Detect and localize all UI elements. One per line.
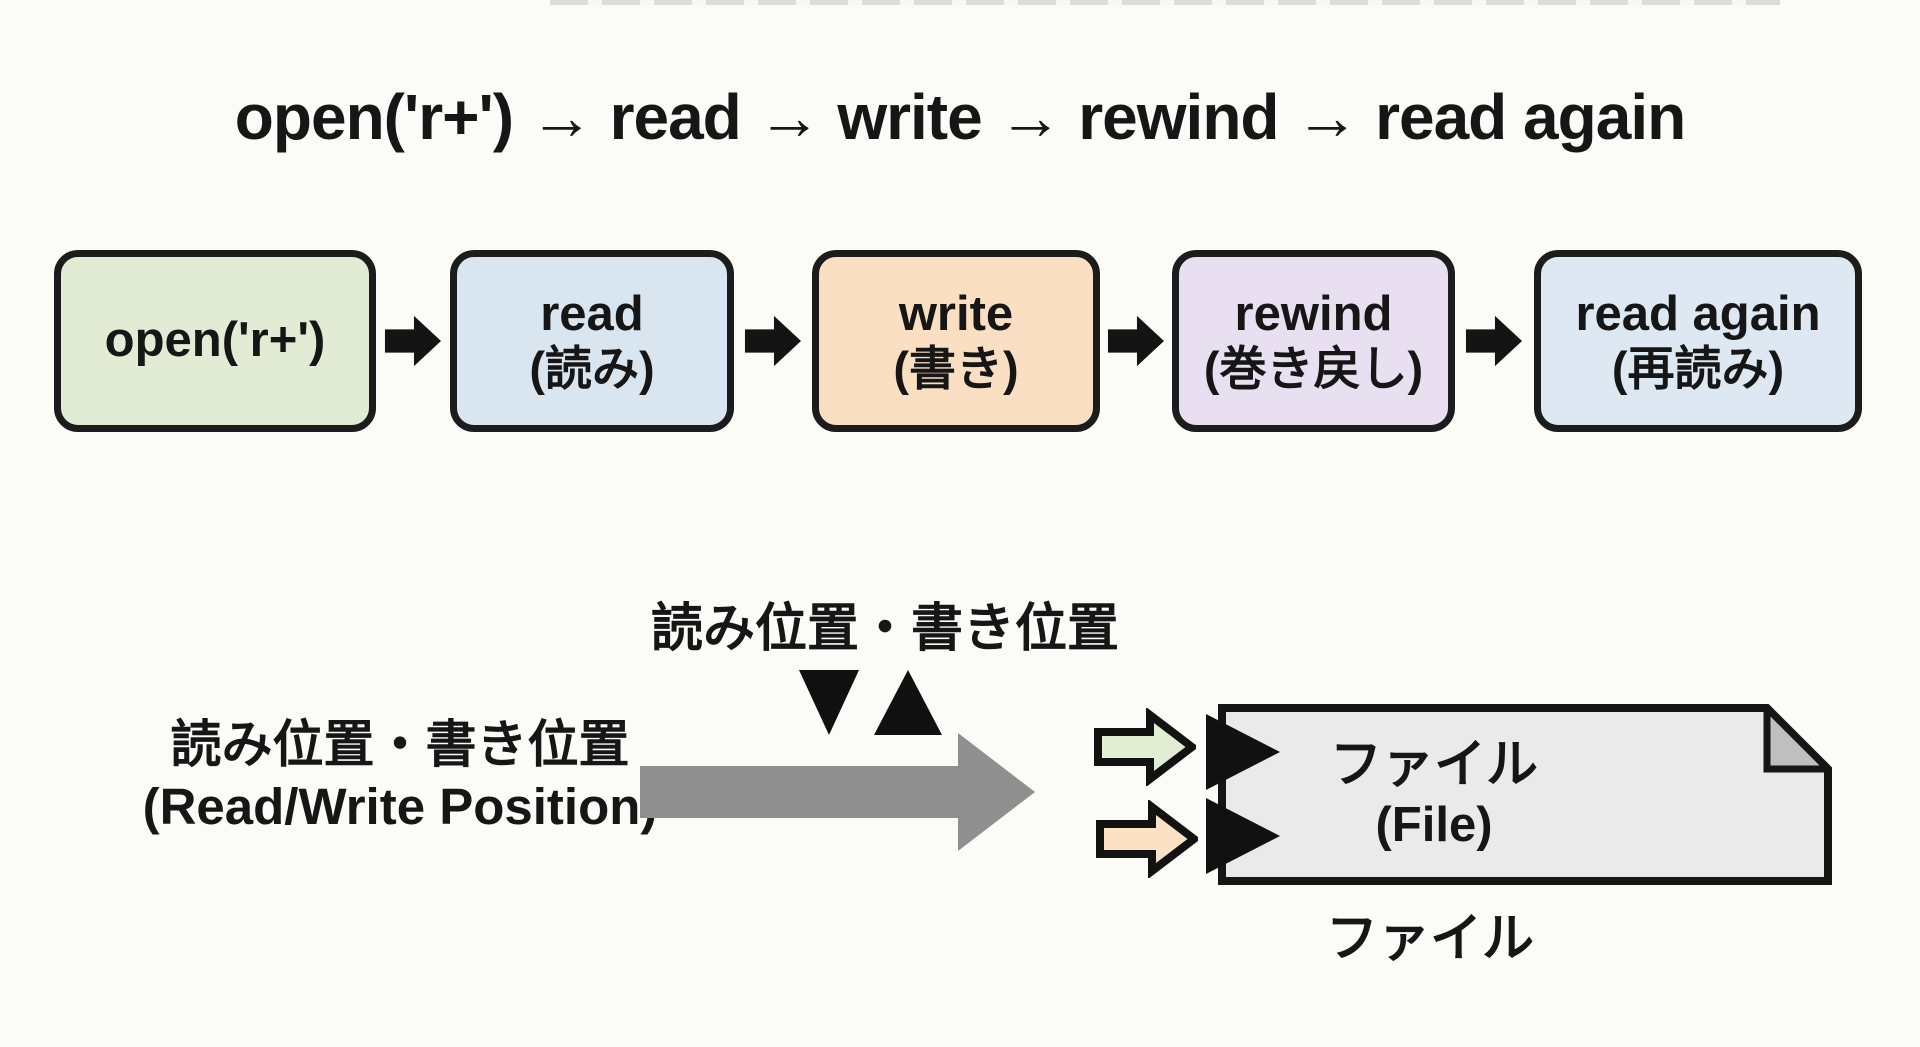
flow-step-read: read (読み)	[450, 250, 734, 432]
triangle-down-icon	[799, 670, 859, 735]
flow-step-write: write (書き)	[812, 250, 1100, 432]
arrow-right-icon	[1107, 312, 1165, 370]
arrow-right-icon	[1465, 312, 1523, 370]
flow-step-label: rewind	[1234, 286, 1393, 341]
triangle-up-icon	[874, 670, 942, 735]
file-label: ファイル (File)	[1218, 714, 1650, 876]
black-triangle-icon	[1206, 798, 1280, 874]
flow-step-sublabel: (巻き戻し)	[1203, 342, 1424, 396]
green-arrow-icon	[1094, 706, 1199, 788]
file-label-jp: ファイル	[1329, 736, 1538, 795]
orange-arrow-icon	[1096, 798, 1201, 880]
flow-step-label: open('r+')	[104, 313, 326, 368]
top-dashed-line	[550, 0, 1780, 5]
gray-arrow-icon	[640, 733, 1035, 851]
black-triangle-icon	[1206, 714, 1280, 790]
file-label-en: (File)	[1375, 797, 1493, 852]
flow-step-read-again: read again (再読み)	[1534, 250, 1862, 432]
read-write-position-label: 読み位置・書き位置 (Read/Write Position)	[110, 714, 690, 838]
flow-step-open: open('r+')	[54, 250, 376, 432]
read-write-position-label-en: (Read/Write Position)	[142, 778, 658, 836]
flow-step-label: write	[898, 286, 1014, 341]
flow-step-label: read again	[1575, 286, 1821, 341]
flow-step-sublabel: (再読み)	[1611, 342, 1785, 396]
flow-step-label: read	[540, 286, 644, 341]
arrow-right-icon	[384, 312, 442, 370]
flow-step-sublabel: (読み)	[529, 342, 655, 396]
page-title: open('r+') → read → write → rewind → rea…	[234, 81, 1686, 153]
flow-step-sublabel: (書き)	[893, 342, 1019, 396]
flow-step-rewind: rewind (巻き戻し)	[1172, 250, 1455, 432]
document-fold-icon	[1763, 699, 1837, 773]
arrow-right-icon	[744, 312, 802, 370]
file-caption: ファイル	[1325, 910, 1534, 968]
read-write-position-label-jp: 読み位置・書き位置	[170, 716, 630, 773]
position-pointer-label: 読み位置・書き位置	[650, 600, 1119, 658]
